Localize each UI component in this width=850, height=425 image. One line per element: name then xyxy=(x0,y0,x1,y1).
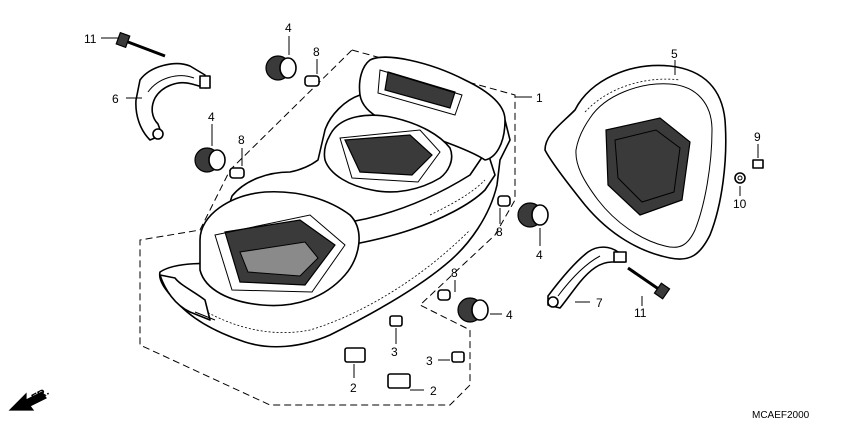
callout-4d: 4 xyxy=(506,308,513,322)
callout-4c: 4 xyxy=(536,248,543,262)
bracket-2-left[interactable] xyxy=(344,347,366,363)
callout-2b: 2 xyxy=(430,384,437,398)
front-direction-arrow: FR. xyxy=(8,386,51,411)
callout-3a: 3 xyxy=(391,345,398,359)
collar-8-mid-left[interactable] xyxy=(229,167,245,179)
damper-4-mid-left[interactable] xyxy=(194,147,226,173)
callout-8d: 8 xyxy=(451,266,458,280)
callout-8c: 8 xyxy=(496,225,503,239)
callout-10: 10 xyxy=(733,197,747,211)
callout-8b: 8 xyxy=(238,133,245,147)
bolt-11-right[interactable] xyxy=(627,266,671,300)
callout-4a: 4 xyxy=(285,21,292,35)
collar-8-bottom[interactable] xyxy=(437,289,451,301)
clip-3-upper[interactable] xyxy=(389,315,403,327)
bolt-11-left[interactable] xyxy=(115,31,166,58)
callout-2a: 2 xyxy=(350,381,357,395)
grab-handle-left[interactable] xyxy=(135,62,211,141)
grab-handle-right[interactable] xyxy=(547,246,627,309)
damper-4-bottom[interactable] xyxy=(457,297,489,323)
callout-1: 1 xyxy=(536,91,543,105)
callout-5: 5 xyxy=(671,47,678,61)
washer-10[interactable] xyxy=(734,172,746,184)
callout-11b: 11 xyxy=(634,306,647,320)
direction-label: FR. xyxy=(30,386,51,405)
diagram-code: MCAEF2000 xyxy=(752,410,810,421)
seat-assembly-boundary xyxy=(139,49,516,406)
callout-11a: 11 xyxy=(84,32,97,46)
callout-8a: 8 xyxy=(313,45,320,59)
damper-4-top[interactable] xyxy=(265,55,297,81)
callout-9: 9 xyxy=(754,130,761,144)
main-seat[interactable] xyxy=(158,56,511,348)
clip-3-lower[interactable] xyxy=(451,351,465,363)
arrow-left-icon xyxy=(8,391,47,411)
collar-8-mid-right[interactable] xyxy=(497,195,511,207)
callout-6: 6 xyxy=(112,92,119,106)
leader-lines xyxy=(101,36,759,391)
callout-7: 7 xyxy=(596,296,603,310)
damper-4-mid-right[interactable] xyxy=(517,202,549,228)
callout-labels: 1 2 2 3 3 4 4 4 4 5 6 7 8 8 8 8 9 10 11 … xyxy=(84,21,761,398)
callout-4b: 4 xyxy=(208,110,215,124)
callout-3b: 3 xyxy=(426,354,433,368)
bracket-2-right[interactable] xyxy=(387,373,411,389)
backrest[interactable] xyxy=(544,64,727,260)
bolt-9[interactable] xyxy=(752,159,764,169)
collar-8-top[interactable] xyxy=(304,75,320,87)
